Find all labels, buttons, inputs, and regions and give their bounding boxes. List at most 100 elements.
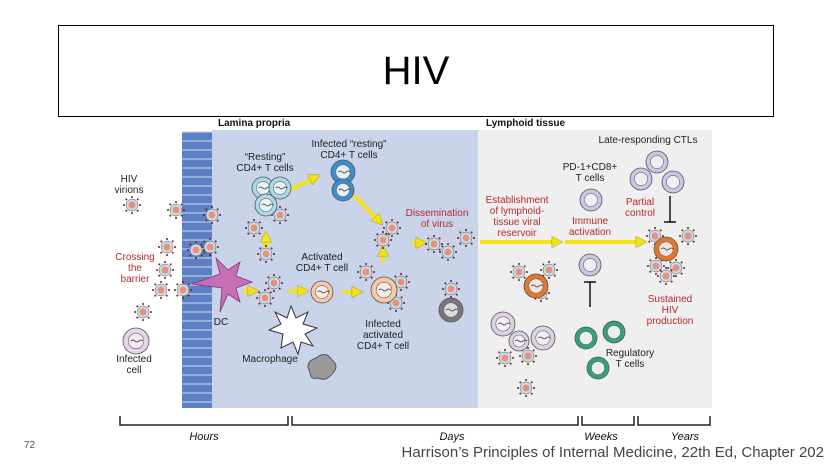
virion-spike (457, 237, 459, 239)
virion-spike (125, 209, 128, 212)
virion-core (524, 352, 532, 360)
sustained-production-label: production (647, 316, 694, 327)
virion-core (163, 243, 171, 251)
virion-spike (391, 235, 393, 237)
gray-macrophage-icon (307, 354, 337, 380)
virion-spike (532, 349, 535, 352)
virion-core (462, 234, 470, 242)
virion-spike (527, 363, 529, 365)
virion-spike (519, 381, 522, 384)
virion-spike (189, 243, 192, 246)
virion-spike (169, 263, 172, 266)
virion-spike (376, 233, 379, 236)
virion-spike (670, 269, 673, 272)
hiv-virions-label: HIV (121, 174, 138, 185)
virion-spike (496, 357, 498, 359)
virion-core (684, 232, 692, 240)
virion-spike (265, 282, 267, 284)
virion-spike (675, 259, 677, 261)
virion-spike (158, 246, 160, 248)
virion-spike (447, 259, 449, 261)
lamina-propria-header: Lamina propria (218, 118, 291, 129)
virion-core (261, 294, 269, 302)
virion-spike (405, 286, 408, 289)
resting-cd4-label: “Resting” (245, 152, 286, 163)
viral-rna-icon (317, 290, 330, 294)
viral-rna-icon (261, 203, 274, 207)
virion-spike (441, 243, 443, 245)
virion-spike (273, 253, 275, 255)
title-box: HIV (58, 25, 774, 117)
infected-gray-cell-nucleus (443, 302, 459, 318)
virion-spike (458, 288, 460, 290)
virion-spike (383, 227, 385, 229)
arrow-to-infected-head (351, 285, 364, 299)
virion-spike (687, 227, 689, 229)
ctl-cell-nucleus (634, 172, 648, 186)
virion-spike (160, 297, 162, 299)
virion-spike (692, 240, 695, 243)
virion-core (397, 278, 405, 286)
virion-core (430, 240, 438, 248)
virion-spike (452, 256, 455, 259)
virion-spike (667, 267, 669, 269)
virion-spike (357, 271, 359, 273)
virion-spike (387, 244, 390, 247)
virion-spike (365, 279, 367, 281)
immune-activation-label: Immune (572, 216, 609, 227)
arrow-establishment-head (551, 235, 564, 249)
virion-spike (166, 254, 168, 256)
virion-spike (374, 239, 376, 241)
virion-spike (158, 274, 161, 277)
virion-spike (459, 242, 462, 245)
virion-spike (425, 243, 427, 245)
virion-spike (216, 219, 219, 222)
virion-spike (152, 289, 154, 291)
virion-spike (441, 256, 444, 259)
virion-spike (517, 387, 519, 389)
virion-spike (532, 360, 535, 363)
infected-activated-label: CD4+ T cell (357, 341, 409, 352)
virion-spike (679, 235, 681, 237)
virion-spike (662, 235, 664, 237)
virion-spike (382, 247, 384, 249)
pd1-cd8-cell-nucleus (583, 258, 597, 272)
dissemination-label: Dissemination (406, 208, 469, 219)
timeline-weeks: Weeks (584, 431, 618, 443)
virion-spike (376, 244, 379, 247)
virion-spike (396, 221, 399, 224)
virion-spike (284, 208, 287, 211)
virion-spike (156, 269, 158, 271)
virion-spike (687, 243, 689, 245)
virion-spike (387, 233, 390, 236)
lymphoid-tissue-header: Lymphoid tissue (486, 118, 566, 129)
virion-spike (245, 227, 247, 229)
labels: HIVvirionsCrossingthebarrierInfectedcell… (115, 135, 698, 376)
virion-spike (200, 243, 203, 246)
virion-spike (214, 240, 217, 243)
virion-spike (433, 235, 435, 237)
virion-spike (459, 231, 462, 234)
virion-spike (657, 275, 659, 277)
arrow-immune-head (635, 235, 648, 249)
virion-spike (136, 316, 139, 319)
establishment-label: Establishment (486, 195, 549, 206)
virion-core (128, 201, 136, 209)
pd1-cd8-label: PD-1+CD8+ (563, 162, 618, 173)
virion-spike (542, 263, 545, 266)
viral-rna-icon (660, 247, 674, 251)
virion-spike (498, 362, 501, 365)
virion-spike (695, 235, 697, 237)
virion-spike (267, 276, 270, 279)
virion-spike (533, 387, 535, 389)
virion-core (388, 224, 396, 232)
virion-spike (183, 209, 185, 211)
virion-spike (174, 289, 176, 291)
virion-spike (504, 349, 506, 351)
virion-spike (139, 204, 141, 206)
virion-spike (142, 303, 144, 305)
virion-spike (258, 291, 261, 294)
arrow-down-head (370, 212, 384, 226)
virion-spike (373, 271, 375, 273)
